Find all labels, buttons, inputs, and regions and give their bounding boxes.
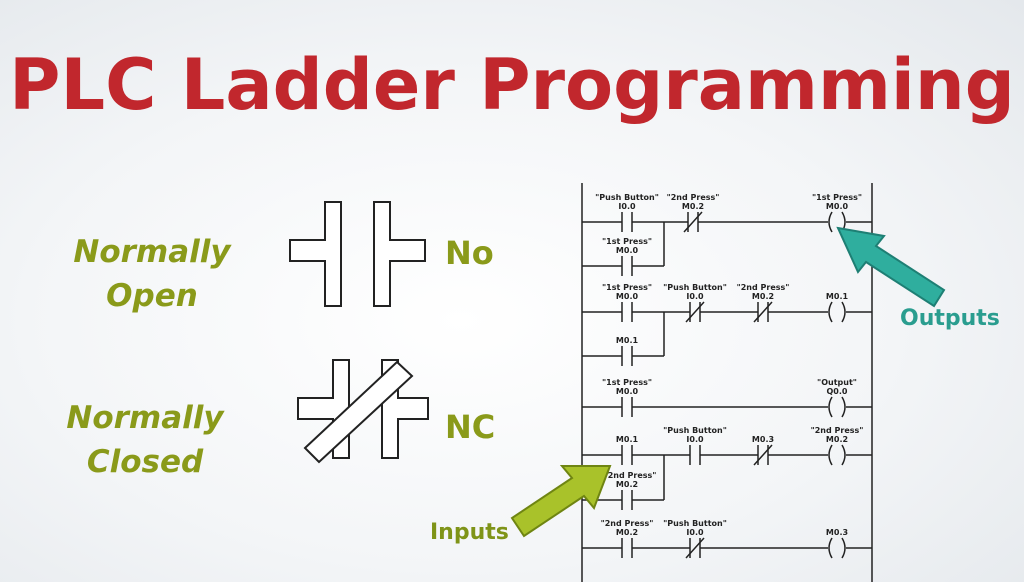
normally-open-label: Normally Open bbox=[52, 230, 252, 318]
r1-c1-name: "Push Button" bbox=[595, 193, 659, 202]
normally-closed-line2: Closed bbox=[86, 444, 204, 480]
r3-coil-addr: Q0.0 bbox=[827, 387, 848, 396]
r2-c3-addr: M0.2 bbox=[752, 292, 774, 301]
r2-c2-addr: I0.0 bbox=[686, 292, 704, 301]
r2-c1-name: "1st Press" bbox=[602, 283, 652, 292]
normally-open-line2: Open bbox=[106, 278, 198, 314]
rung-1 bbox=[582, 211, 872, 276]
r4-coil-name: "2nd Press" bbox=[811, 426, 864, 435]
r1-coil-name: "1st Press" bbox=[812, 193, 862, 202]
r5-c1-addr: M0.2 bbox=[616, 528, 638, 537]
r5-c2-name: "Push Button" bbox=[663, 519, 727, 528]
r5-coil-addr: M0.3 bbox=[826, 528, 848, 537]
normally-closed-label: Normally Closed bbox=[45, 396, 245, 484]
outputs-arrow-icon bbox=[836, 226, 946, 308]
r4-c1-addr: M0.1 bbox=[616, 435, 639, 444]
r3-c1-name: "1st Press" bbox=[602, 378, 652, 387]
normally-open-symbol bbox=[289, 201, 426, 307]
normally-closed-line1: Normally bbox=[66, 400, 224, 436]
r1-coil-addr: M0.0 bbox=[826, 202, 849, 211]
rung-4 bbox=[582, 444, 872, 510]
r4-branch-name: "2nd Press" bbox=[604, 471, 657, 480]
r5-c1-name: "2nd Press" bbox=[601, 519, 654, 528]
normally-closed-abbr: NC bbox=[445, 408, 496, 446]
r2-c1-addr: M0.0 bbox=[616, 292, 639, 301]
inputs-label: Inputs bbox=[430, 520, 509, 545]
r4-c2-name: "Push Button" bbox=[663, 426, 727, 435]
rung-3 bbox=[582, 396, 872, 418]
inputs-arrow-icon bbox=[510, 465, 612, 538]
r5-c2-addr: I0.0 bbox=[686, 528, 704, 537]
r2-branch-addr: M0.1 bbox=[616, 336, 639, 345]
r1-c2-addr: M0.2 bbox=[682, 202, 704, 211]
normally-open-abbr: No bbox=[445, 234, 494, 272]
r4-c2-addr: I0.0 bbox=[686, 435, 704, 444]
page-title: PLC Ladder Programming bbox=[9, 44, 1015, 126]
r4-branch-addr: M0.2 bbox=[616, 480, 638, 489]
r1-c1-addr: I0.0 bbox=[618, 202, 636, 211]
r3-coil-name: "Output" bbox=[817, 378, 857, 387]
rung-2 bbox=[582, 301, 872, 366]
r2-coil-addr: M0.1 bbox=[826, 292, 849, 301]
r1-branch-addr: M0.0 bbox=[616, 246, 639, 255]
r4-c3-addr: M0.3 bbox=[752, 435, 774, 444]
outputs-label: Outputs bbox=[900, 306, 1000, 331]
r1-c2-name: "2nd Press" bbox=[667, 193, 720, 202]
r4-coil-addr: M0.2 bbox=[826, 435, 848, 444]
r2-c3-name: "2nd Press" bbox=[737, 283, 790, 292]
normally-open-line1: Normally bbox=[73, 234, 231, 270]
rung-5 bbox=[582, 537, 872, 559]
r1-branch-name: "1st Press" bbox=[602, 237, 652, 246]
r2-c2-name: "Push Button" bbox=[663, 283, 727, 292]
r3-c1-addr: M0.0 bbox=[616, 387, 639, 396]
normally-closed-symbol bbox=[297, 359, 429, 464]
